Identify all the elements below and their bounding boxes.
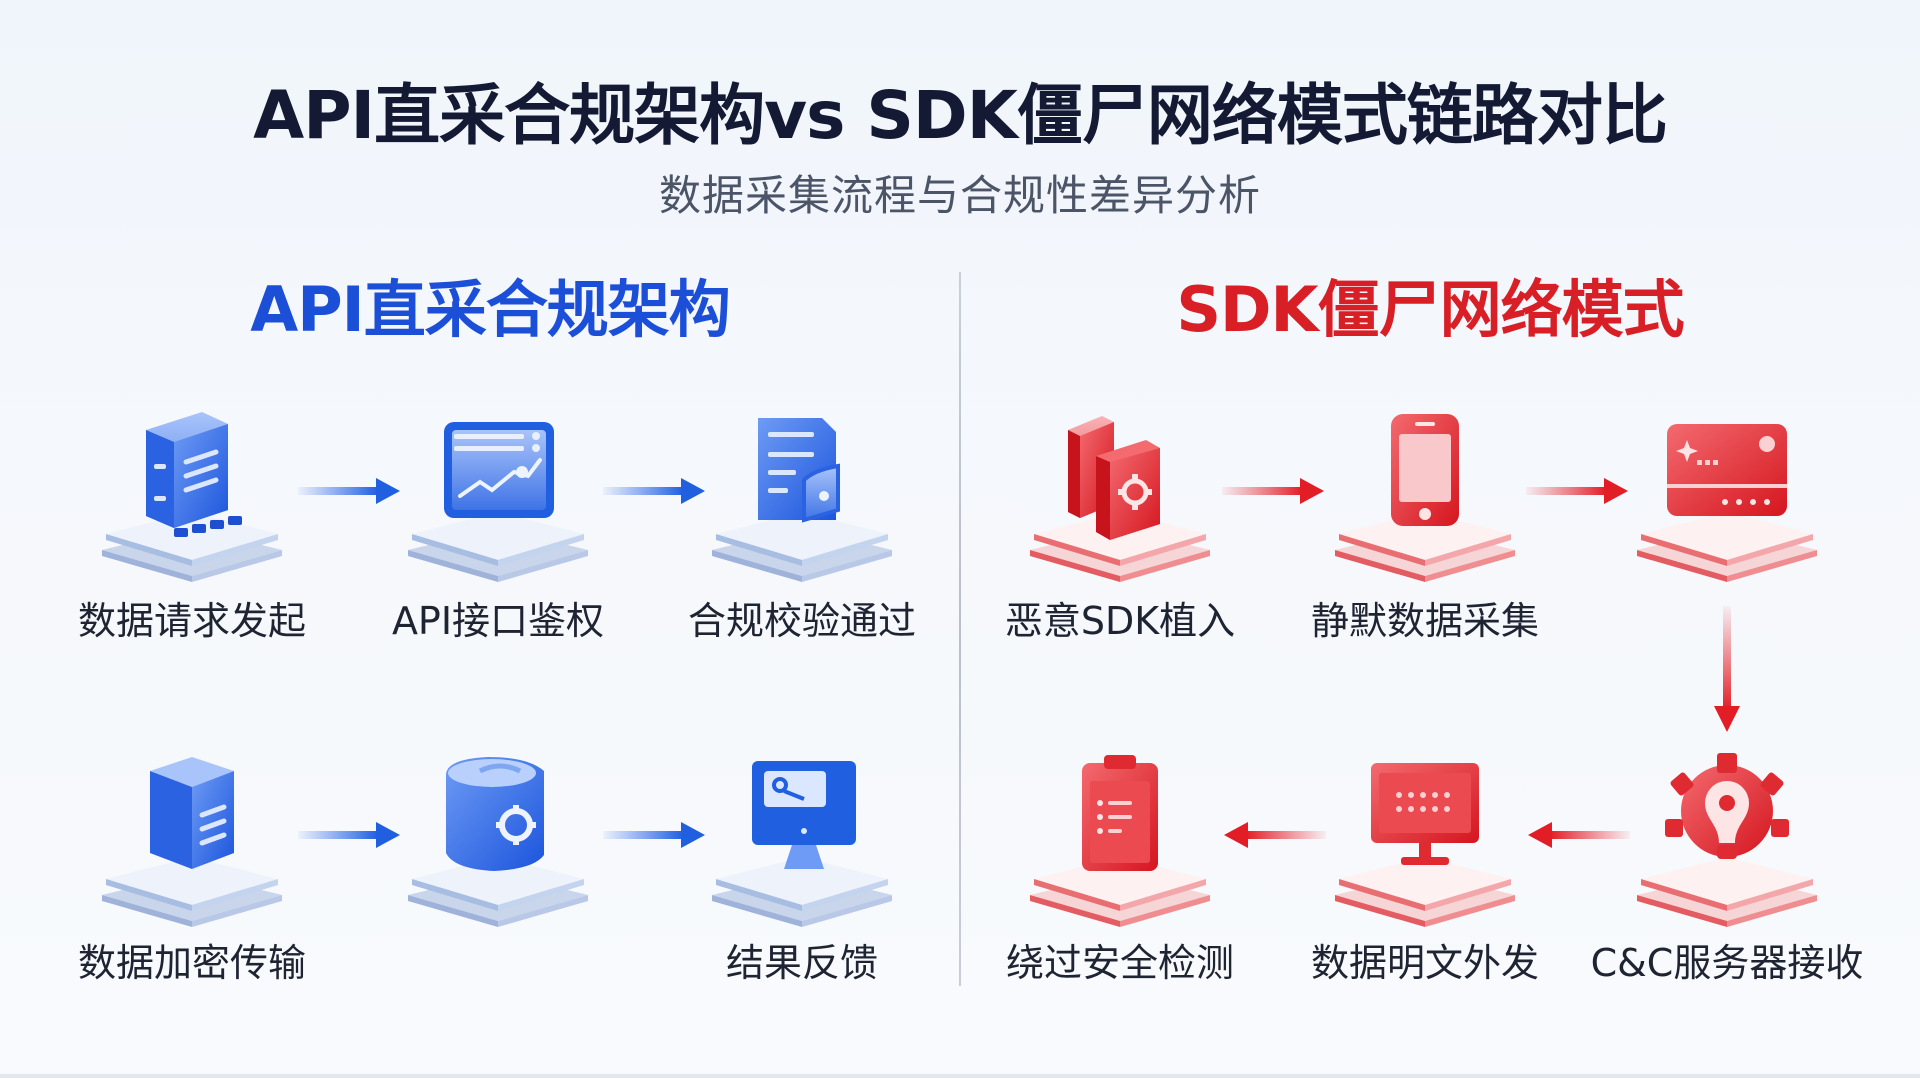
gear-lightbulb-icon: [1637, 753, 1817, 927]
sdk-arrow-4-5: [1526, 822, 1630, 848]
arrow-right-icon: [603, 822, 705, 848]
sdk-step-3-icon-node: [1617, 400, 1837, 582]
api-step-1-label: 数据请求发起: [77, 599, 306, 643]
browser-chart-icon: [408, 422, 588, 582]
api-step-2-label: API接口鉴权: [391, 599, 605, 643]
document-seal-icon: [712, 418, 892, 582]
api-step-4-label: 数据加密传输: [77, 941, 306, 985]
bottom-edge: [0, 1074, 1920, 1078]
smartphone-icon: [1335, 414, 1515, 582]
sdk-step-2-icon-node: [1315, 400, 1535, 582]
sdk-arrow-5-6: [1222, 822, 1326, 848]
monitor-grid-icon: [1335, 763, 1515, 927]
clipboard-checklist-icon: [1030, 755, 1210, 927]
sdk-step-5-icon-node: [1315, 745, 1535, 927]
arrow-right-icon: [298, 478, 400, 504]
cube-server-icon: [102, 757, 282, 927]
database-gear-icon: [408, 757, 588, 927]
sdk-blocks-gear-icon: [1030, 416, 1210, 582]
api-section-heading: API直采合规架构: [250, 273, 731, 346]
sdk-step-6-icon-node: [1010, 745, 1230, 927]
sdk-arrow-2-3: [1526, 478, 1630, 504]
sdk-step-6-label: 绕过安全检测: [1005, 941, 1234, 985]
sdk-step-1-icon-node: [1010, 400, 1230, 582]
server-tower-icon: [102, 412, 282, 582]
sdk-step-4-label: C&C服务器接收: [1590, 941, 1864, 985]
card-device-icon: [1637, 424, 1817, 582]
api-step-5-icon-node: [388, 745, 608, 927]
api-step-4-icon-node: [82, 745, 302, 927]
api-step-3-icon-node: [692, 400, 912, 582]
arrow-right-icon: [298, 822, 400, 848]
arrow-left-icon: [1224, 822, 1326, 848]
page-title: API直采合规架构vs SDK僵尸网络模式链路对比: [253, 77, 1668, 154]
sdk-step-2-label: 静默数据采集: [1310, 599, 1539, 643]
sdk-arrow-3-4: [1714, 606, 1740, 734]
arrow-right-icon: [1222, 478, 1324, 504]
section-divider: [959, 272, 961, 986]
sdk-section-heading: SDK僵尸网络模式: [1176, 273, 1684, 346]
sdk-step-5-label: 数据明文外发: [1310, 941, 1539, 985]
sdk-step-1-label: 恶意SDK植入: [1004, 599, 1236, 643]
arrow-right-icon: [1526, 478, 1628, 504]
api-arrow-2-3: [603, 478, 707, 504]
arrow-left-icon: [1528, 822, 1630, 848]
sdk-arrow-1-2: [1222, 478, 1326, 504]
api-arrow-5-6: [603, 822, 707, 848]
page-subtitle: 数据采集流程与合规性差异分析: [658, 171, 1261, 220]
api-arrow-1-2: [298, 478, 402, 504]
api-step-1-icon-node: [82, 400, 302, 582]
api-step-2-icon-node: [388, 400, 608, 582]
arrow-right-icon: [603, 478, 705, 504]
sdk-step-4-icon-node: [1617, 745, 1837, 927]
api-arrow-4-5: [298, 822, 402, 848]
api-step-6-icon-node: [692, 745, 912, 927]
api-step-3-label: 合规校验通过: [687, 599, 916, 643]
arrow-down-icon: [1714, 606, 1740, 732]
api-step-6-label: 结果反馈: [725, 941, 878, 985]
monitor-display-icon: [712, 761, 892, 927]
